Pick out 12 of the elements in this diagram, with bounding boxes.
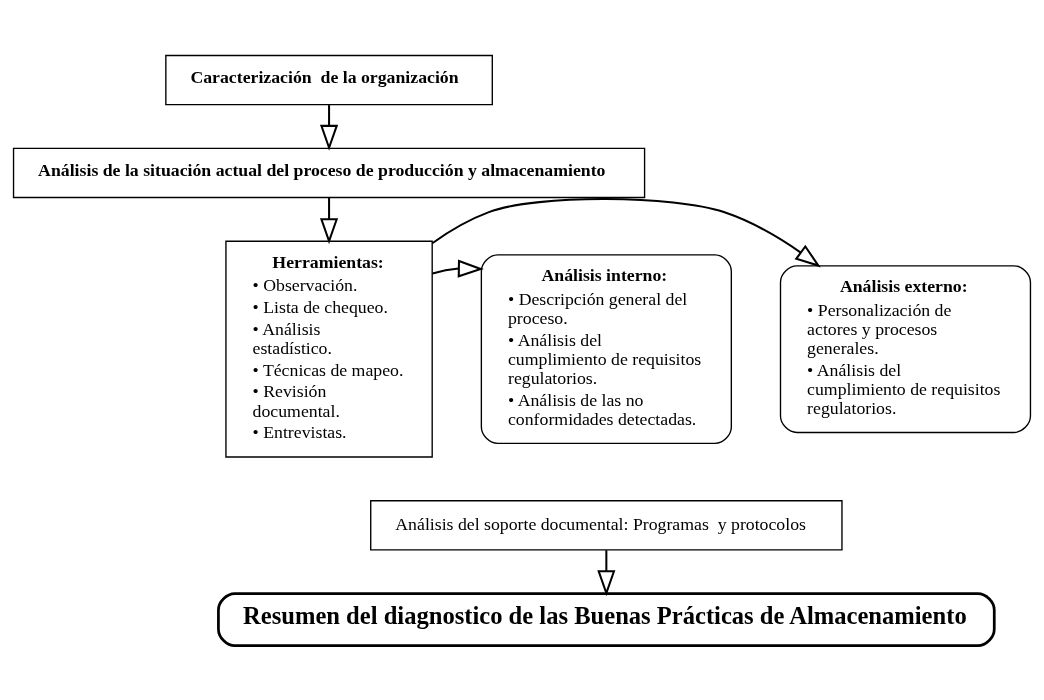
node-box: Análisis del soporte documental: Programas y protocolos [370,499,843,551]
node-box: Resumen del diagnostico de las Buenas Prácticas de Almacenamiento [217,591,996,647]
arrow [597,549,616,596]
arrow [319,197,339,244]
arrow [319,104,339,151]
node-box: Análisis externo: • Personalización de actores y procesos generales. • Análisis del cumplimiento de requisitos regulatorios. [779,264,1032,433]
arrow [431,197,821,267]
node-box: Análisis de la situación actual del proceso de producción y almacenamiento [12,147,646,198]
arrow [432,258,484,278]
node-box: Caracterización de la organización [165,54,493,105]
node-box: Herramientas: • Observación. • Lista de chequeo. • Análisis estadístico. • Técnicas de mapeo. • Revisión documental. • Entrevistas. [225,240,433,458]
node-box: Análisis interno: • Descripción general del proceso. • Análisis del cumplimiento de requisitos regulatorios. • Análisis de las no conformidades detectadas. [480,253,732,444]
